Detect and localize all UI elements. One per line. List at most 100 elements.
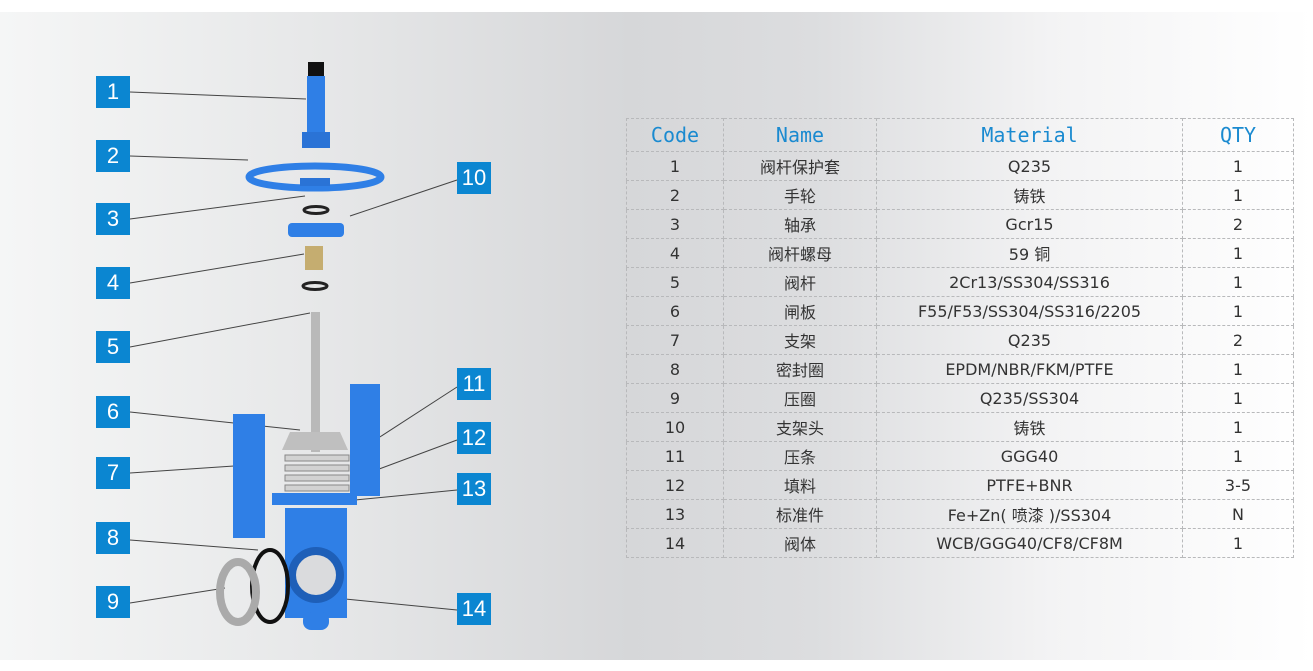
cell-code: 11 — [626, 441, 724, 471]
cell-name: 压圈 — [723, 383, 877, 413]
cell-material: 铸铁 — [876, 180, 1183, 210]
cell-material: Q235 — [876, 325, 1183, 355]
cell-name: 轴承 — [723, 209, 877, 239]
callout-13: 13 — [457, 473, 491, 505]
callout-9: 9 — [96, 586, 130, 618]
cell-code: 7 — [626, 325, 724, 355]
callout-7: 7 — [96, 457, 130, 489]
cell-name: 支架头 — [723, 412, 877, 442]
cell-name: 阀杆保护套 — [723, 151, 877, 181]
stem-nut-part — [305, 246, 323, 270]
cell-name: 密封圈 — [723, 354, 877, 384]
cell-code: 9 — [626, 383, 724, 413]
cell-code: 10 — [626, 412, 724, 442]
cell-qty: 1 — [1182, 238, 1294, 268]
cell-qty: 1 — [1182, 383, 1294, 413]
cell-code: 5 — [626, 267, 724, 297]
cell-name: 标准件 — [723, 499, 877, 529]
packing-part — [284, 454, 350, 492]
cell-code: 3 — [626, 209, 724, 239]
cell-qty: 2 — [1182, 209, 1294, 239]
callout-14: 14 — [457, 593, 491, 625]
callout-11: 11 — [457, 368, 491, 400]
table-header-row: Code Name Material QTY — [626, 118, 1294, 152]
cell-name: 阀体 — [723, 528, 877, 558]
cell-name: 手轮 — [723, 180, 877, 210]
cell-material: F55/F53/SS304/SS316/2205 — [876, 296, 1183, 326]
cell-material: Q235 — [876, 151, 1183, 181]
cell-name: 阀杆 — [723, 267, 877, 297]
bracket-right-part — [350, 384, 380, 496]
cell-qty: 1 — [1182, 528, 1294, 558]
handwheel-part — [245, 162, 385, 192]
valve-body-part — [272, 493, 357, 630]
callout-5: 5 — [96, 331, 130, 363]
header-name: Name — [723, 118, 877, 152]
callout-4: 4 — [96, 267, 130, 299]
callout-10: 10 — [457, 162, 491, 194]
cell-name: 支架 — [723, 325, 877, 355]
cell-material: Fe+Zn( 喷漆 )/SS304 — [876, 499, 1183, 529]
cell-name: 填料 — [723, 470, 877, 500]
bracket-head-part — [288, 223, 344, 237]
cell-code: 1 — [626, 151, 724, 181]
callout-6: 6 — [96, 396, 130, 428]
cell-code: 6 — [626, 296, 724, 326]
cell-qty: 1 — [1182, 151, 1294, 181]
header-code: Code — [626, 118, 724, 152]
cell-material: PTFE+BNR — [876, 470, 1183, 500]
cell-name: 阀杆螺母 — [723, 238, 877, 268]
callout-3: 3 — [96, 203, 130, 235]
cell-material: EPDM/NBR/FKM/PTFE — [876, 354, 1183, 384]
header-material: Material — [876, 118, 1183, 152]
cell-code: 13 — [626, 499, 724, 529]
cell-code: 8 — [626, 354, 724, 384]
cell-material: 2Cr13/SS304/SS316 — [876, 267, 1183, 297]
callout-1: 1 — [96, 76, 130, 108]
cell-name: 压条 — [723, 441, 877, 471]
cell-qty: 1 — [1182, 296, 1294, 326]
cell-name: 闸板 — [723, 296, 877, 326]
cell-material: 59 铜 — [876, 238, 1183, 268]
stem-cover-part — [302, 62, 330, 148]
header-qty: QTY — [1182, 118, 1294, 152]
cell-qty: 1 — [1182, 354, 1294, 384]
cell-material: 铸铁 — [876, 412, 1183, 442]
stem-part — [311, 312, 320, 452]
cell-qty: 1 — [1182, 441, 1294, 471]
cell-code: 2 — [626, 180, 724, 210]
cell-qty: 2 — [1182, 325, 1294, 355]
cell-material: Gcr15 — [876, 209, 1183, 239]
cell-qty: N — [1182, 499, 1294, 529]
callout-2: 2 — [96, 140, 130, 172]
bearing-part — [302, 205, 330, 215]
cell-qty: 3-5 — [1182, 470, 1294, 500]
callout-8: 8 — [96, 522, 130, 554]
gland-ring-part — [216, 558, 260, 626]
cell-qty: 1 — [1182, 180, 1294, 210]
cell-qty: 1 — [1182, 412, 1294, 442]
cell-code: 12 — [626, 470, 724, 500]
cell-material: WCB/GGG40/CF8/CF8M — [876, 528, 1183, 558]
cell-qty: 1 — [1182, 267, 1294, 297]
callout-12: 12 — [457, 422, 491, 454]
bracket-left-part — [233, 414, 265, 538]
cell-material: Q235/SS304 — [876, 383, 1183, 413]
cell-material: GGG40 — [876, 441, 1183, 471]
